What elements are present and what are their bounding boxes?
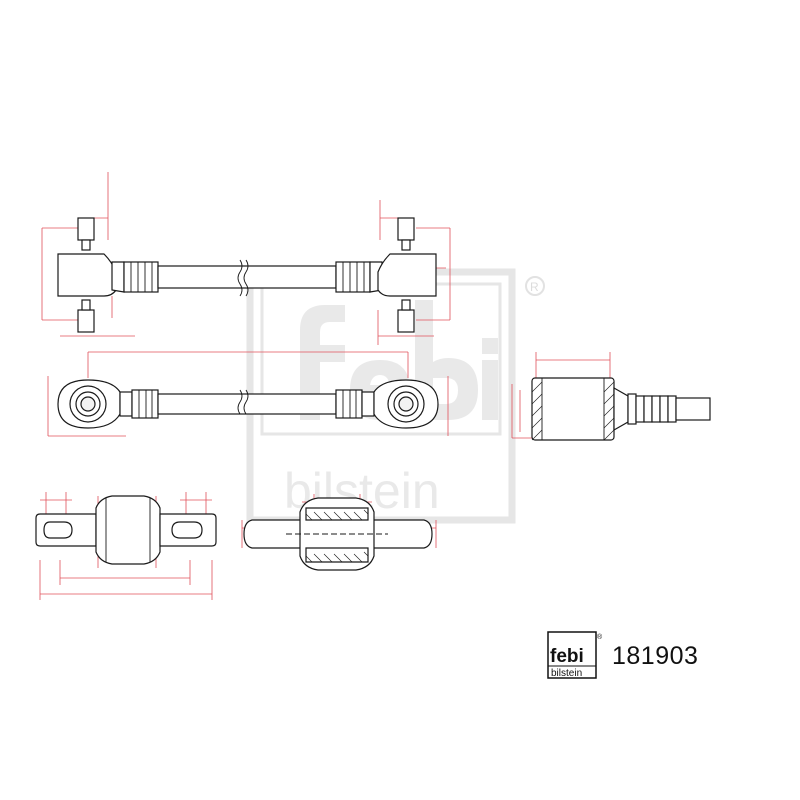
- brand-wordmark: febi: [550, 646, 584, 667]
- brand-logo: febi bilstein ®: [547, 631, 603, 679]
- brand-sub: bilstein: [551, 668, 582, 679]
- part-number: 181903: [612, 642, 699, 670]
- view-side-rod: [47, 351, 449, 437]
- registered-mark: ®: [597, 633, 603, 641]
- view-bushing-section: [241, 494, 437, 571]
- svg-text:R: R: [530, 280, 539, 294]
- view-end-fitting: [511, 352, 711, 441]
- view-top-rod: [41, 172, 451, 345]
- view-bushing-front: [35, 492, 217, 600]
